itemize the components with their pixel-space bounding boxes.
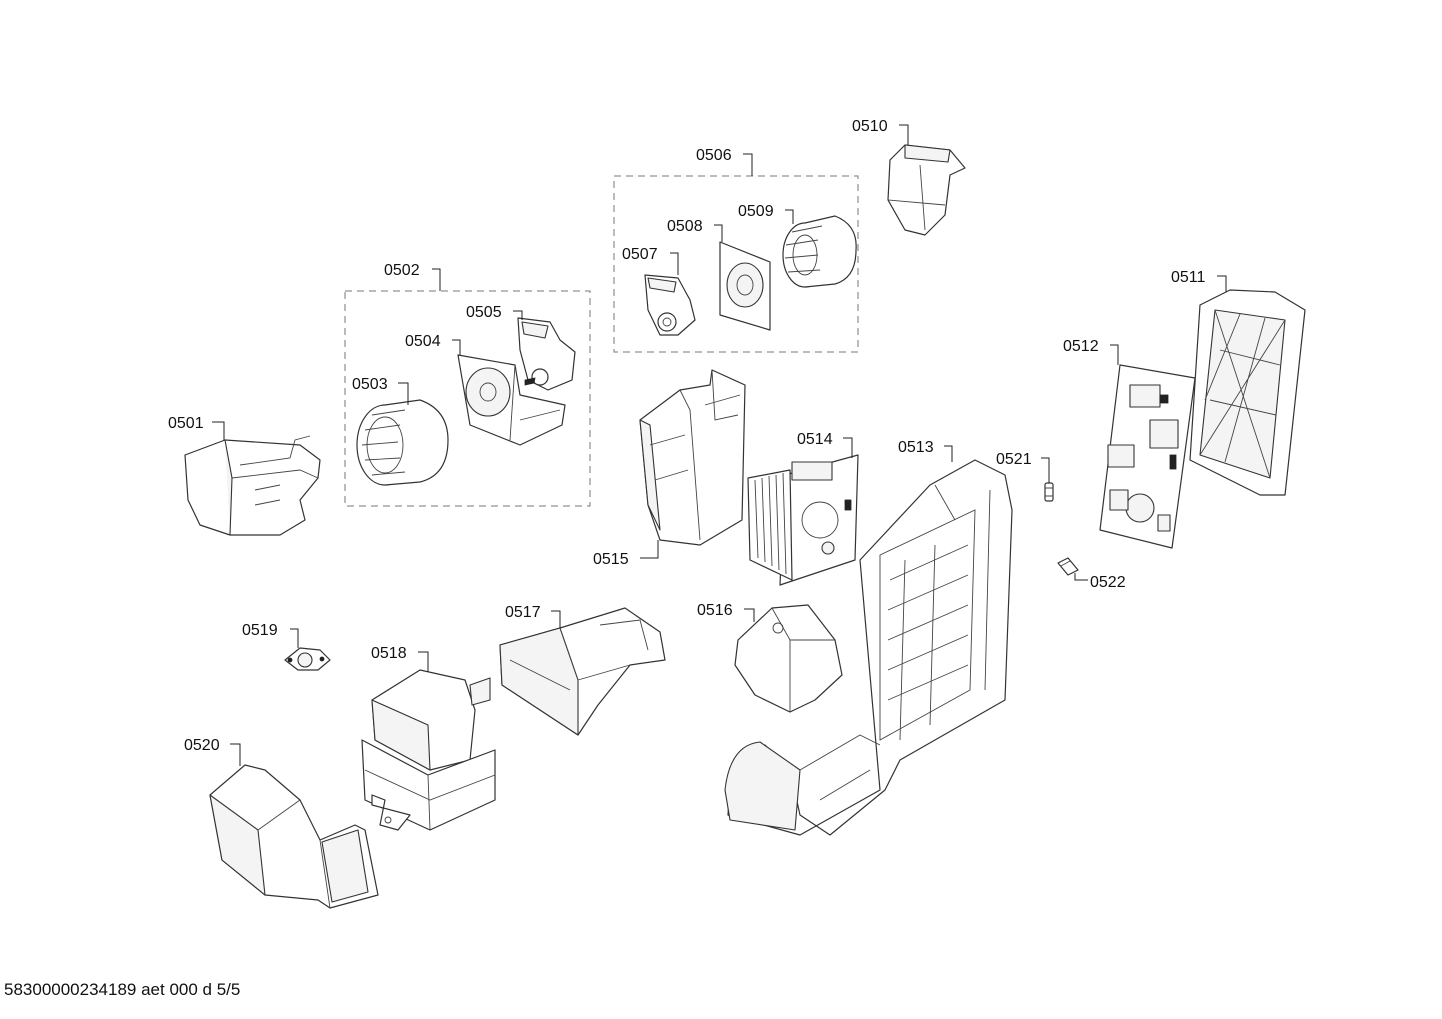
label-0513: 0513 <box>898 439 934 456</box>
label-0514: 0514 <box>797 431 833 448</box>
part-0518-transformer[interactable] <box>361 669 496 831</box>
label-0512: 0512 <box>1063 338 1099 355</box>
label-0503: 0503 <box>352 376 388 393</box>
label-0516: 0516 <box>697 602 733 619</box>
label-0519: 0519 <box>242 622 278 639</box>
label-0510: 0510 <box>852 118 888 135</box>
part-0508-bracket-plate[interactable] <box>719 241 771 331</box>
part-0504-motor-bracket[interactable] <box>457 354 566 446</box>
drawing-id: 58300000234189 aet 000 d 5/5 <box>4 980 241 999</box>
part-0507-motor[interactable] <box>644 274 696 336</box>
group-box-0506 <box>613 175 859 353</box>
label-0506: 0506 <box>696 147 732 164</box>
label-0517: 0517 <box>505 604 541 621</box>
part-0519-thermostat[interactable] <box>284 647 331 671</box>
label-0515: 0515 <box>593 551 629 568</box>
part-0522-fuse[interactable] <box>1057 557 1079 576</box>
part-0505-motor[interactable] <box>517 317 576 391</box>
part-0503-blower-wheel[interactable] <box>356 399 449 486</box>
label-0511: 0511 <box>1171 269 1206 286</box>
leader-lines <box>212 124 1227 766</box>
part-0511-filter-frame[interactable] <box>1189 289 1306 496</box>
part-0501-air-duct[interactable] <box>184 435 321 536</box>
label-0522: 0522 <box>1090 574 1126 591</box>
label-0501: 0501 <box>168 415 204 432</box>
part-0517-duct[interactable] <box>499 607 666 736</box>
part-0521-fuse[interactable] <box>1044 482 1054 502</box>
label-0521: 0521 <box>996 451 1032 468</box>
label-0508: 0508 <box>667 218 703 235</box>
part-0516-cover[interactable] <box>734 604 843 713</box>
part-0509-blower-wheel[interactable] <box>782 215 857 288</box>
group-box-0502 <box>344 290 591 507</box>
label-0505: 0505 <box>466 304 502 321</box>
part-0510-bracket[interactable] <box>887 144 966 236</box>
part-0513-main-frame[interactable] <box>724 459 1013 836</box>
label-0509: 0509 <box>738 203 774 220</box>
part-0512-control-board[interactable] <box>1099 364 1196 549</box>
label-0518: 0518 <box>371 645 407 662</box>
label-0520: 0520 <box>184 737 220 754</box>
label-0507: 0507 <box>622 246 658 263</box>
part-0515-housing[interactable] <box>639 369 746 546</box>
label-0504: 0504 <box>405 333 441 350</box>
part-0520-duct[interactable] <box>209 764 379 909</box>
part-0514-power-board[interactable] <box>747 454 859 586</box>
label-0502: 0502 <box>384 262 420 279</box>
